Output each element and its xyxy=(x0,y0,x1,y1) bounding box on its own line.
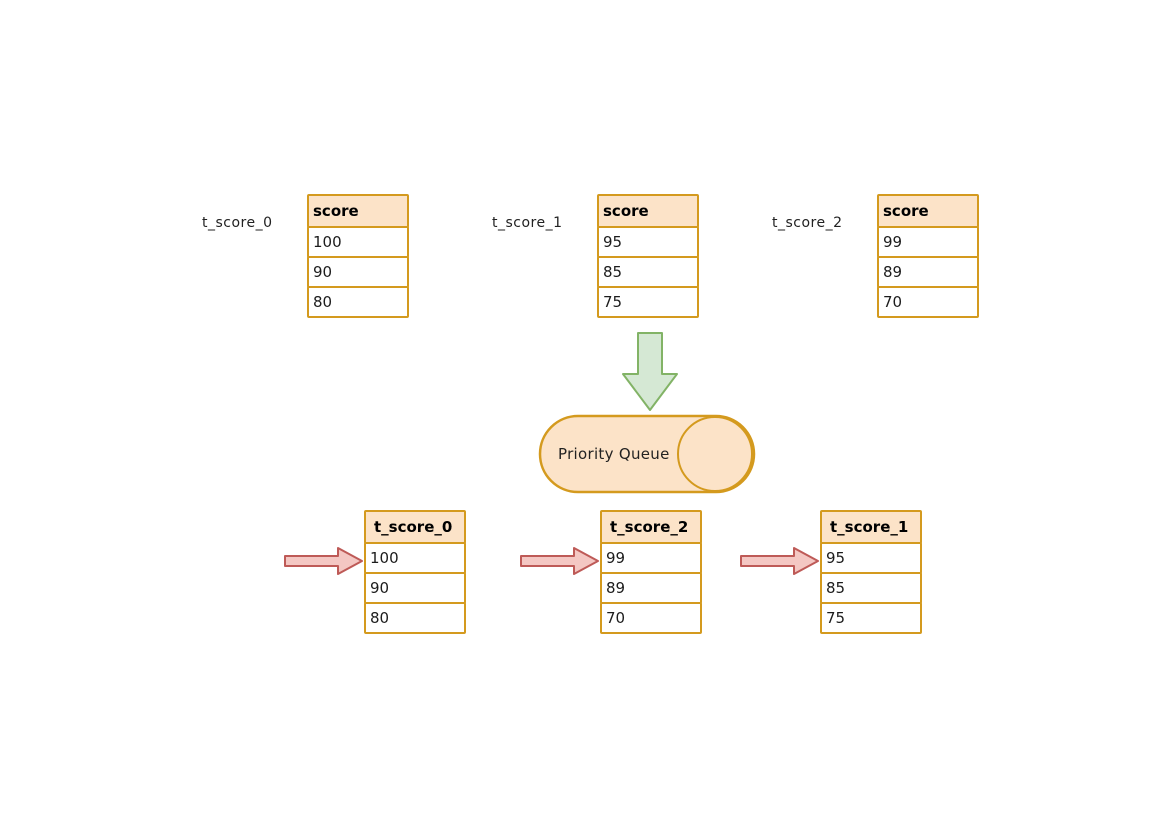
source-table-label-1: t_score_1 xyxy=(492,215,563,231)
table-row: 85 xyxy=(597,256,699,288)
table-row: 75 xyxy=(597,286,699,318)
column-header: score xyxy=(597,194,699,228)
priority-queue-shape: Priority Queue xyxy=(538,414,756,494)
cylinder-icon xyxy=(538,414,756,494)
table-row: 70 xyxy=(600,602,702,634)
table-row: 89 xyxy=(877,256,979,288)
result-table-t-score-1: t_score_1 95 85 75 xyxy=(820,510,922,634)
table-row: 99 xyxy=(877,226,979,258)
source-table-t-score-0: score 100 90 80 xyxy=(307,194,409,318)
table-row: 99 xyxy=(600,542,702,574)
right-arrow-icon xyxy=(740,547,819,575)
table-name-header: t_score_0 xyxy=(364,510,466,544)
table-row: 90 xyxy=(364,572,466,604)
table-row: 100 xyxy=(307,226,409,258)
column-header: score xyxy=(877,194,979,228)
result-table-t-score-0: t_score_0 100 90 80 xyxy=(364,510,466,634)
table-name-header: t_score_2 xyxy=(600,510,702,544)
table-row: 75 xyxy=(820,602,922,634)
source-table-t-score-1: score 95 85 75 xyxy=(597,194,699,318)
table-row: 70 xyxy=(877,286,979,318)
down-arrow-icon xyxy=(622,332,678,411)
result-table-t-score-2: t_score_2 99 89 70 xyxy=(600,510,702,634)
table-row: 95 xyxy=(820,542,922,574)
source-table-label-0: t_score_0 xyxy=(202,215,273,231)
right-arrow-icon xyxy=(520,547,599,575)
priority-queue-label: Priority Queue xyxy=(558,445,670,463)
table-row: 90 xyxy=(307,256,409,288)
table-row: 100 xyxy=(364,542,466,574)
table-row: 85 xyxy=(820,572,922,604)
source-table-t-score-2: score 99 89 70 xyxy=(877,194,979,318)
source-table-label-2: t_score_2 xyxy=(772,215,843,231)
right-arrow-icon xyxy=(284,547,363,575)
table-row: 89 xyxy=(600,572,702,604)
column-header: score xyxy=(307,194,409,228)
table-row: 80 xyxy=(307,286,409,318)
table-row: 95 xyxy=(597,226,699,258)
table-row: 80 xyxy=(364,602,466,634)
table-name-header: t_score_1 xyxy=(820,510,922,544)
